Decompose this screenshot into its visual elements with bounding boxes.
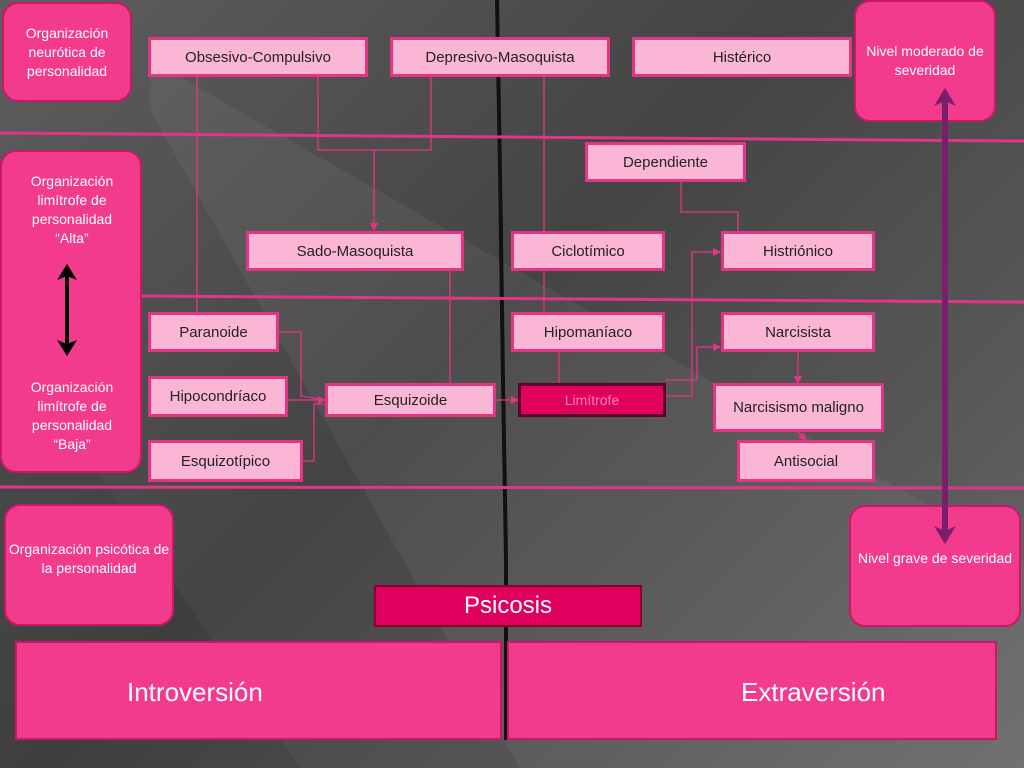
node-esquizoide[interactable]: Esquizoide	[325, 383, 496, 417]
extraversion-label: Extraversión	[741, 677, 886, 707]
borderline-organization-panel: Organización limítrofe de personalidad “…	[0, 150, 142, 473]
node-histerico[interactable]: Histérico	[632, 37, 852, 77]
node-hipomaniaco[interactable]: Hipomaníaco	[511, 312, 665, 352]
node-narcisista[interactable]: Narcisista	[721, 312, 875, 352]
moderate-severity-label: Nivel moderado de severidad	[854, 0, 996, 122]
introversion-label: Introversión	[127, 677, 263, 707]
node-antisocial[interactable]: Antisocial	[737, 440, 875, 482]
psychotic-organization-label: Organización psicótica de la personalida…	[4, 504, 174, 626]
node-ciclotimico[interactable]: Ciclotímico	[511, 231, 665, 271]
node-paranoide[interactable]: Paranoide	[148, 312, 279, 352]
borderline-low-label: Organización limítrofe de personalidad “…	[30, 379, 114, 452]
node-sado-masoquista[interactable]: Sado-Masoquista	[246, 231, 464, 271]
severe-severity-label: Nivel grave de severidad	[849, 505, 1021, 627]
node-depresivo-masoquista[interactable]: Depresivo-Masoquista	[390, 37, 610, 77]
node-hipocondriaco[interactable]: Hipocondríaco	[148, 376, 288, 417]
borderline-high-label: Organización limítrofe de personalidad “…	[30, 173, 114, 246]
node-limitrofe[interactable]: Limítrofe	[518, 383, 666, 417]
node-histrionico[interactable]: Histriónico	[721, 231, 875, 271]
node-esquizotipico[interactable]: Esquizotípico	[148, 440, 303, 482]
node-dependiente[interactable]: Dependiente	[585, 142, 746, 182]
node-obsesivo-compulsivo[interactable]: Obsesivo-Compulsivo	[148, 37, 368, 77]
node-narcisismo-maligno[interactable]: Narcisismo maligno	[713, 383, 884, 432]
introversion-panel: Introversión	[15, 641, 502, 740]
extraversion-panel: Extraversión	[507, 641, 997, 740]
neurotic-organization-label: Organización neurótica de personalidad	[2, 2, 132, 102]
psicosis-box[interactable]: Psicosis	[374, 585, 642, 627]
